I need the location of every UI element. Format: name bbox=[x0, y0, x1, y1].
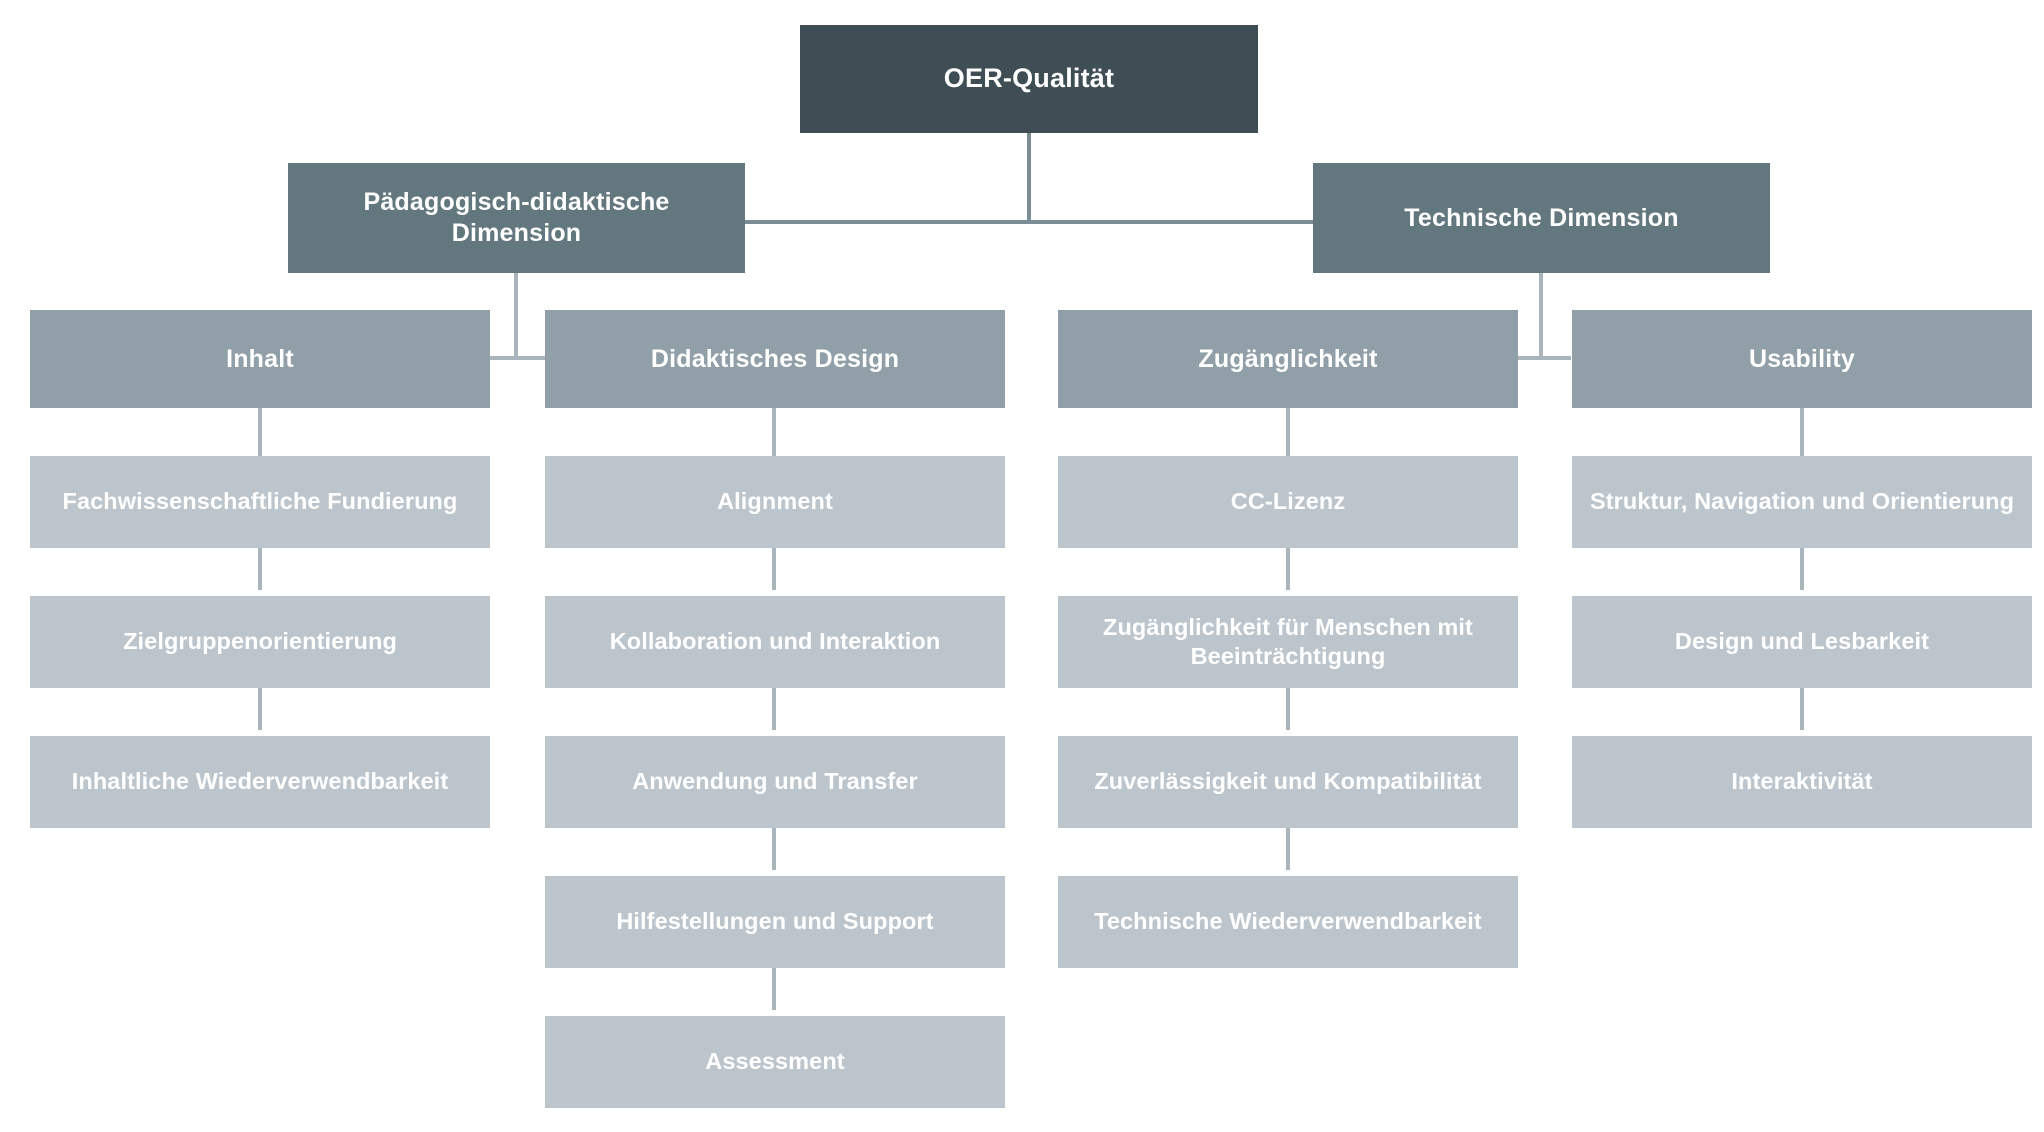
connector-dimension-bar bbox=[745, 220, 1313, 224]
node-label: Fachwissenschaftliche Fundierung bbox=[62, 488, 458, 515]
node-leaf-hilfestellungen-und-support[interactable]: Hilfestellungen und Support bbox=[545, 876, 1005, 968]
connector-col2-seg2 bbox=[772, 548, 776, 590]
node-label: Didaktisches Design bbox=[650, 344, 900, 373]
node-leaf-zielgruppenorientierung[interactable]: Zielgruppenorientierung bbox=[30, 596, 490, 688]
connector-col1-seg3 bbox=[258, 688, 262, 730]
node-leaf-technische-wiederverwendbarkeit[interactable]: Technische Wiederverwendbarkeit bbox=[1058, 876, 1518, 968]
node-category-inhalt[interactable]: Inhalt bbox=[30, 310, 490, 408]
node-root-oer-qualitaet[interactable]: OER-Qualität bbox=[800, 25, 1258, 133]
connector-col1-seg1 bbox=[258, 408, 262, 456]
node-leaf-alignment[interactable]: Alignment bbox=[545, 456, 1005, 548]
node-label: Anwendung und Transfer bbox=[632, 768, 918, 795]
connector-col4-seg1 bbox=[1800, 408, 1804, 456]
node-label: Inhalt bbox=[226, 344, 294, 373]
connector-col2-seg3 bbox=[772, 688, 776, 730]
node-label: Design und Lesbarkeit bbox=[1674, 628, 1930, 655]
connector-col4-seg2 bbox=[1800, 548, 1804, 590]
node-label: Zugänglichkeit bbox=[1198, 344, 1378, 373]
node-leaf-anwendung-und-transfer[interactable]: Anwendung und Transfer bbox=[545, 736, 1005, 828]
node-leaf-assessment[interactable]: Assessment bbox=[545, 1016, 1005, 1108]
node-leaf-kollaboration-und-interaktion[interactable]: Kollaboration und Interaktion bbox=[545, 596, 1005, 688]
node-leaf-inhaltliche-wiederverwendbarkeit[interactable]: Inhaltliche Wiederverwendbarkeit bbox=[30, 736, 490, 828]
node-label: Usability bbox=[1749, 344, 1855, 373]
node-category-zugaenglichkeit[interactable]: Zugänglichkeit bbox=[1058, 310, 1518, 408]
node-leaf-zugaenglichkeit-fuer-menschen-mit-beeintraechtigung[interactable]: Zugänglichkeit für Menschen mit Beeinträ… bbox=[1058, 596, 1518, 688]
connector-col2-seg5 bbox=[772, 968, 776, 1010]
node-label: Zuverlässigkeit und Kompatibilität bbox=[1094, 768, 1482, 795]
node-label: Technische Dimension bbox=[1404, 203, 1679, 232]
node-label: Zielgruppenorientierung bbox=[123, 628, 397, 655]
node-label: Struktur, Navigation und Orientierung bbox=[1589, 488, 2015, 515]
connector-col2-seg4 bbox=[772, 828, 776, 870]
connector-col1-seg2 bbox=[258, 548, 262, 590]
node-leaf-zuverlaessigkeit-und-kompatibilitaet[interactable]: Zuverlässigkeit und Kompatibilität bbox=[1058, 736, 1518, 828]
node-dimension-technische[interactable]: Technische Dimension bbox=[1313, 163, 1770, 273]
connector-col3-seg3 bbox=[1286, 688, 1290, 730]
connector-tech-stem bbox=[1539, 273, 1543, 358]
connector-col4-seg3 bbox=[1800, 688, 1804, 730]
node-label: OER-Qualität bbox=[943, 63, 1115, 94]
node-leaf-design-und-lesbarkeit[interactable]: Design und Lesbarkeit bbox=[1572, 596, 2032, 688]
connector-col3-seg2 bbox=[1286, 548, 1290, 590]
node-label: Pädagogisch-didaktische Dimension bbox=[363, 188, 670, 247]
node-leaf-interaktivitaet[interactable]: Interaktivität bbox=[1572, 736, 2032, 828]
node-leaf-struktur-navigation-und-orientierung[interactable]: Struktur, Navigation und Orientierung bbox=[1572, 456, 2032, 548]
node-label: Hilfestellungen und Support bbox=[616, 908, 934, 935]
node-label: Technische Wiederverwendbarkeit bbox=[1094, 908, 1482, 935]
node-label: Inhaltliche Wiederverwendbarkeit bbox=[71, 768, 449, 795]
node-category-usability[interactable]: Usability bbox=[1572, 310, 2032, 408]
connector-paed-bar bbox=[490, 356, 545, 360]
node-dimension-paedagogisch-didaktische[interactable]: Pädagogisch-didaktische Dimension bbox=[288, 163, 745, 273]
node-label: Assessment bbox=[705, 1048, 845, 1075]
node-leaf-fachwissenschaftliche-fundierung[interactable]: Fachwissenschaftliche Fundierung bbox=[30, 456, 490, 548]
node-label: Kollaboration und Interaktion bbox=[609, 628, 941, 655]
connector-col3-seg4 bbox=[1286, 828, 1290, 870]
connector-tech-bar bbox=[1516, 356, 1571, 360]
node-label: Zugänglichkeit für Menschen mit Beeinträ… bbox=[1102, 613, 1473, 669]
node-leaf-cc-lizenz[interactable]: CC-Lizenz bbox=[1058, 456, 1518, 548]
node-category-didaktisches-design[interactable]: Didaktisches Design bbox=[545, 310, 1005, 408]
connector-col2-seg1 bbox=[772, 408, 776, 456]
node-label: CC-Lizenz bbox=[1230, 488, 1346, 515]
connector-paed-stem bbox=[514, 273, 518, 358]
node-label: Interaktivität bbox=[1731, 768, 1873, 795]
connector-col3-seg1 bbox=[1286, 408, 1290, 456]
connector-root-stem bbox=[1027, 133, 1031, 222]
node-label: Alignment bbox=[717, 488, 833, 515]
